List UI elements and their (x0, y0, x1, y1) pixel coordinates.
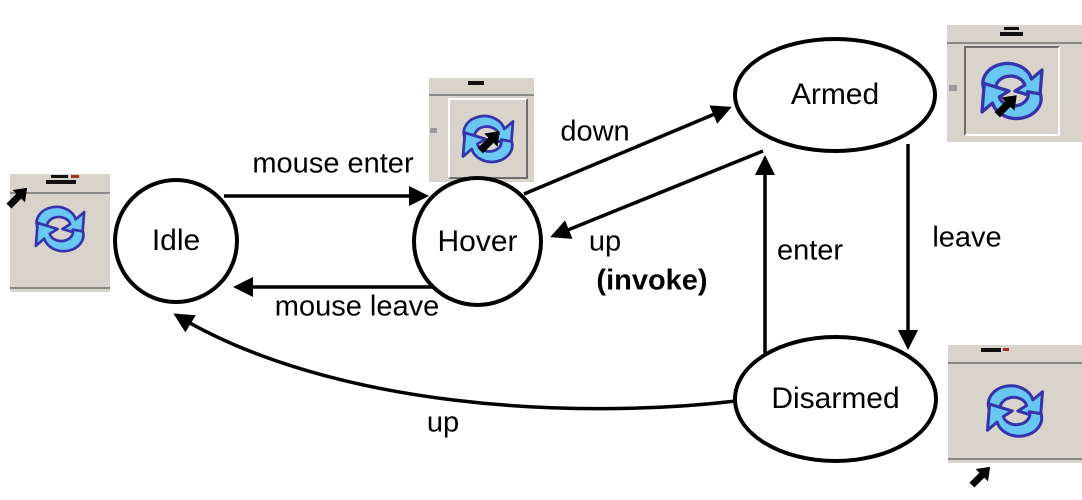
transition-arrow-up-release (173, 313, 737, 411)
toolbar-screenshot-idle (10, 174, 110, 292)
state-node-armed: Armed (733, 37, 937, 153)
toolbar-separator-line (429, 94, 534, 96)
state-label-armed: Armed (790, 78, 880, 111)
toolbar-separator-line (948, 362, 1082, 364)
edge-label-leave: leave (932, 221, 1002, 254)
toolbar-separator-line (10, 287, 110, 289)
edge-label-mouse-enter: mouse enter (252, 147, 414, 180)
edge-label-mouse-leave: mouse leave (274, 290, 440, 323)
toolbar-screenshot-hover (429, 78, 534, 182)
mouse-cursor-icon (967, 462, 995, 490)
toolbar-button-pressed (964, 46, 1060, 136)
adjacent-button-fragment (949, 85, 957, 91)
edge-label-up-release: up (426, 406, 460, 439)
toolbar-separator-line (10, 192, 110, 194)
edge-label-down: down (560, 115, 630, 148)
edge-label-enter: enter (776, 234, 844, 267)
mouse-cursor-icon (475, 126, 505, 156)
toolbar-screenshot-disarmed (948, 345, 1082, 463)
transition-arrow-up-invoke (550, 149, 764, 239)
state-label-disarmed: Disarmed (771, 382, 900, 415)
toolbar-separator-line (948, 458, 1082, 460)
adjacent-button-fragment (430, 128, 437, 133)
state-node-hover: Hover (412, 176, 543, 307)
toolbar-separator-line (947, 42, 1082, 44)
state-label-idle: Idle (151, 224, 201, 257)
state-node-idle: Idle (113, 178, 239, 304)
transition-arrow-down (523, 105, 732, 196)
edge-label-up: up (588, 225, 622, 258)
state-label-hover: Hover (437, 224, 518, 258)
mouse-cursor-icon (4, 183, 32, 211)
edge-label-invoke: (invoke) (596, 264, 708, 297)
mouse-cursor-icon (992, 90, 1022, 120)
state-node-disarmed: Disarmed (733, 335, 938, 463)
toolbar-screenshot-armed (947, 25, 1082, 142)
